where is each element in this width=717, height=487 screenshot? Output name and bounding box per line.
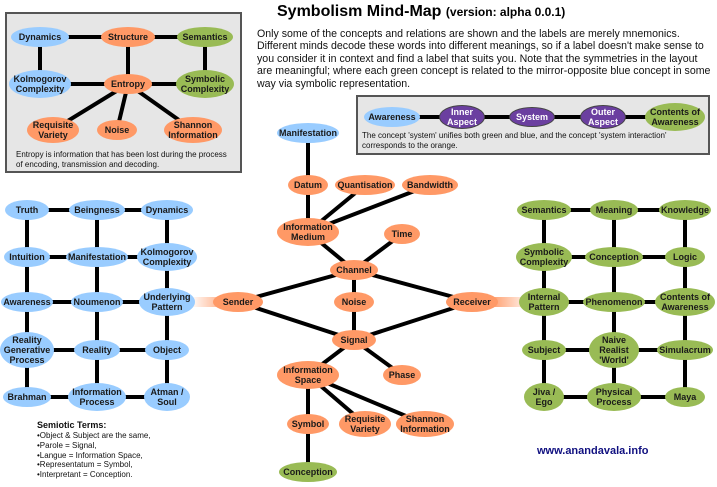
- bridge-left: [190, 297, 230, 307]
- semiotic-item: •Parole = Signal,: [37, 440, 97, 450]
- version-label: (version: alpha 0.0.1): [445, 5, 566, 19]
- node-object: Object: [145, 340, 189, 360]
- node-truth: Truth: [5, 200, 49, 220]
- node-manifestation-left: Manifestation: [66, 247, 128, 267]
- semiotic-title: Semiotic Terms:: [37, 420, 107, 430]
- node-conception-right: Conception: [585, 247, 643, 267]
- node-receiver: Receiver: [446, 292, 498, 312]
- node-time: Time: [384, 224, 420, 244]
- node-requisite-entropy: Requisite Variety: [27, 117, 79, 143]
- node-sender: Sender: [213, 292, 263, 312]
- node-bandwidth: Bandwidth: [402, 175, 458, 195]
- node-intuition: Intuition: [4, 247, 50, 267]
- node-outer-aspect: Outer Aspect: [580, 105, 626, 129]
- node-kolmogorov: Kolmogorov Complexity: [137, 243, 197, 271]
- node-beingness: Beingness: [69, 200, 125, 220]
- node-meaning: Meaning: [590, 200, 638, 220]
- node-simulacrum: Simulacrum: [657, 340, 713, 360]
- entropy-caption: Entropy is information that has been los…: [16, 150, 227, 169]
- node-symbolic-complexity: Symbolic Complexity: [516, 243, 572, 271]
- node-naive-realist: Naive Realist 'World': [589, 332, 639, 368]
- node-manifestation-top: Manifestation: [277, 123, 339, 143]
- node-channel: Channel: [330, 260, 378, 280]
- node-semantics: Semantics: [517, 200, 571, 220]
- node-noise-center: Noise: [334, 292, 374, 312]
- node-phase: Phase: [383, 365, 421, 385]
- node-dynamics: Dynamics: [141, 200, 193, 220]
- node-entropy: Entropy: [104, 74, 152, 94]
- node-reality-generative: Reality Generative Process: [0, 332, 54, 368]
- node-structure: Structure: [101, 27, 155, 47]
- node-maya: Maya: [665, 387, 705, 407]
- node-signal: Signal: [332, 330, 376, 350]
- node-jiva: Jiva / Ego: [524, 383, 564, 411]
- node-noumenon: Noumenon: [71, 292, 123, 312]
- node-contents-system: Contents of Awareness: [645, 103, 705, 131]
- semiotic-item: •Langue = Information Space,: [37, 450, 143, 460]
- system-caption: The concept 'system' unifies both green …: [362, 131, 667, 150]
- node-information-space: Information Space: [277, 361, 339, 389]
- intro-text: Only some of the concepts and relations …: [257, 28, 711, 90]
- node-knowledge: Knowledge: [659, 200, 711, 220]
- node-information-process: Information Process: [68, 383, 126, 411]
- node-conception-bottom: Conception: [279, 462, 337, 482]
- node-requisite-center: Requisite Variety: [339, 411, 391, 437]
- node-dynamics-entropy: Dynamics: [11, 27, 69, 47]
- node-inner-aspect: Inner Aspect: [439, 105, 485, 129]
- node-awareness: Awareness: [1, 292, 53, 312]
- semiotic-item: •Interpretant = Conception.: [37, 470, 133, 480]
- node-atman: Atman / Soul: [144, 383, 190, 411]
- node-shannon-entropy: Shannon Information: [164, 117, 222, 143]
- node-system: System: [509, 107, 555, 127]
- node-quantisation: Quantisation: [335, 175, 395, 195]
- node-reality: Reality: [74, 340, 120, 360]
- node-awareness-system: Awareness: [364, 107, 420, 127]
- page-title: Symbolism Mind-Map (version: alpha 0.0.1…: [277, 3, 566, 20]
- node-underlying-pattern: Underlying Pattern: [139, 288, 195, 316]
- node-logic: Logic: [665, 247, 705, 267]
- semiotic-item: •Representatum = Symbol,: [37, 460, 133, 470]
- node-phenomenon: Phenomenon: [583, 292, 645, 312]
- node-brahman: Brahman: [3, 387, 51, 407]
- bridge-right: [492, 297, 532, 307]
- node-symbolic-entropy: Symbolic Complexity: [176, 70, 234, 98]
- node-symbol: Symbol: [287, 414, 329, 434]
- semiotic-item: •Object & Subject are the same,: [37, 431, 151, 440]
- node-kolmogorov-entropy: Kolmogorov Complexity: [9, 70, 71, 98]
- node-subject: Subject: [522, 340, 566, 360]
- semiotic-list: •Object & Subject are the same, •Parole …: [37, 431, 151, 480]
- node-internal-pattern: Internal Pattern: [519, 288, 569, 316]
- node-semantics-entropy: Semantics: [177, 27, 233, 47]
- node-noise-entropy: Noise: [97, 120, 137, 140]
- node-contents-of-awareness: Contents of Awareness: [655, 288, 715, 316]
- website-link[interactable]: www.anandavala.info: [537, 445, 649, 457]
- node-information-medium: Information Medium: [277, 218, 339, 246]
- node-datum: Datum: [288, 175, 328, 195]
- node-shannon-center: Shannon Information: [396, 411, 454, 437]
- node-physical-process: Physical Process: [587, 383, 641, 411]
